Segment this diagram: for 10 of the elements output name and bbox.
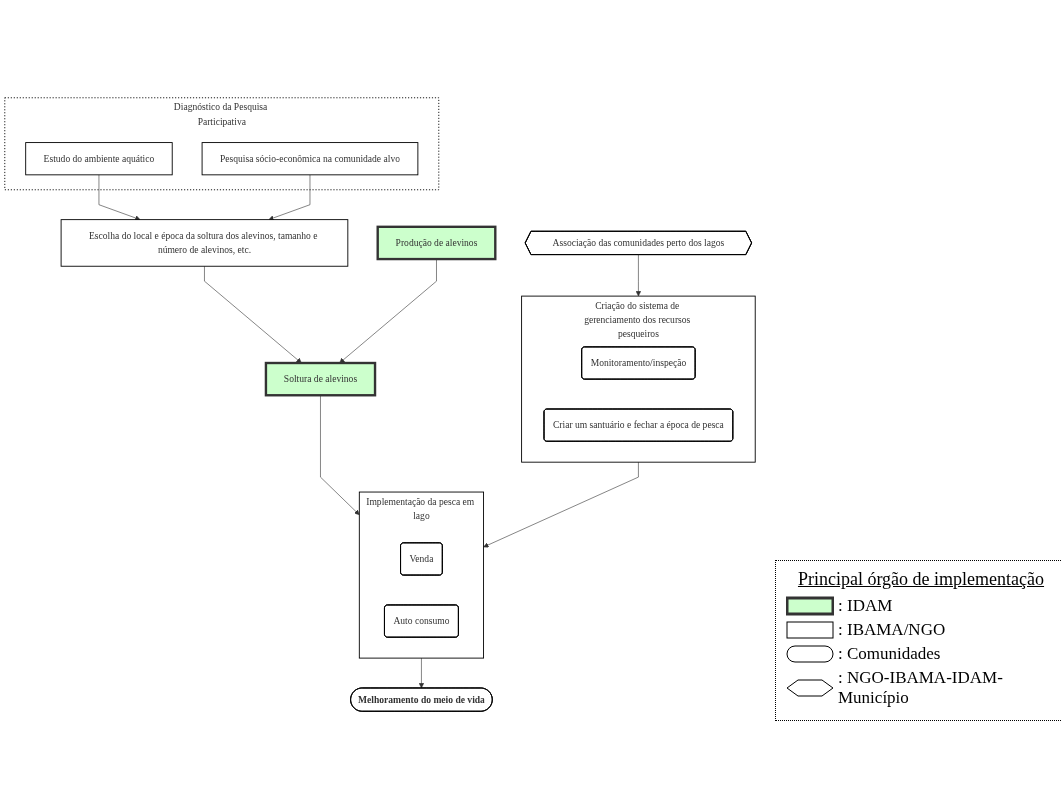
legend-text: : NGO-IBAMA-IDAM-Município	[838, 668, 1004, 708]
node-box: Escolha do local e época da soltura dos alevinos, tamanho e número de alevinos, etc.	[60, 219, 349, 268]
legend-text: : IBAMA/NGO	[838, 620, 946, 640]
node-box: Pesquisa sócio-econômica na comunidade alvo	[201, 142, 419, 176]
legend-text: : IDAM	[838, 596, 893, 616]
legend-text: : Comunidades	[838, 644, 941, 664]
node-box: Produção de alevinos	[376, 226, 497, 261]
node-box: Estudo do ambiente aquático	[25, 142, 173, 176]
legend-title: Principal órgão de implementação	[796, 569, 1046, 590]
node-box: Soltura de alevinos	[264, 362, 377, 397]
